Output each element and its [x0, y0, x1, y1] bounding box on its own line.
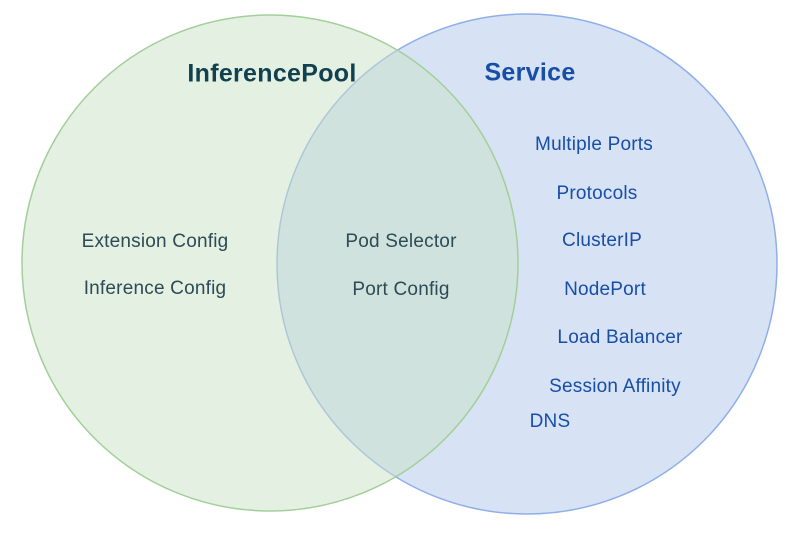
service-item-protocols: Protocols: [556, 183, 638, 204]
overlap-item-port-config: Port Config: [352, 279, 450, 300]
inferencepool-item-extension-config: Extension Config: [81, 231, 229, 252]
service-item-dns: DNS: [529, 411, 571, 432]
service-item-session-affinity: Session Affinity: [549, 376, 681, 397]
overlap-item-pod-selector: Pod Selector: [345, 231, 457, 252]
service-item-load-balancer: Load Balancer: [557, 327, 683, 348]
inferencepool-circle: [21, 14, 519, 512]
inferencepool-title: InferencePool: [187, 59, 357, 88]
service-title: Service: [484, 58, 576, 87]
inferencepool-item-inference-config: Inference Config: [83, 278, 227, 299]
service-item-multiple-ports: Multiple Ports: [535, 134, 653, 155]
service-item-nodeport: NodePort: [564, 279, 646, 300]
service-item-clusterip: ClusterIP: [562, 230, 642, 251]
